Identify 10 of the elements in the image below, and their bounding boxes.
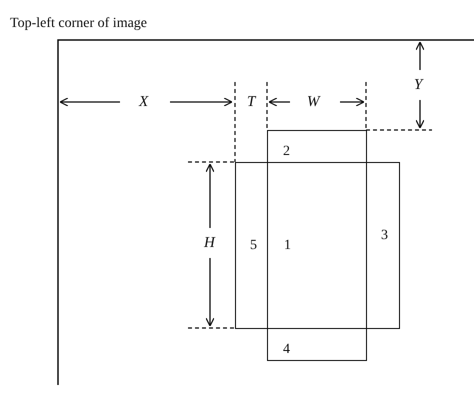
- dimension-label: H: [204, 235, 215, 251]
- region-rectangle: 3: [366, 162, 400, 329]
- region-rectangle: 4: [267, 328, 367, 361]
- dimension-label: T: [247, 94, 256, 110]
- dimension-label: X: [139, 94, 148, 110]
- dimension-label: Y: [414, 77, 422, 93]
- dimension-label: W: [307, 94, 320, 110]
- region-rectangle: 5: [235, 162, 268, 329]
- region-rectangle: 2: [267, 130, 367, 163]
- caption-text: Top-left corner of image: [10, 16, 148, 32]
